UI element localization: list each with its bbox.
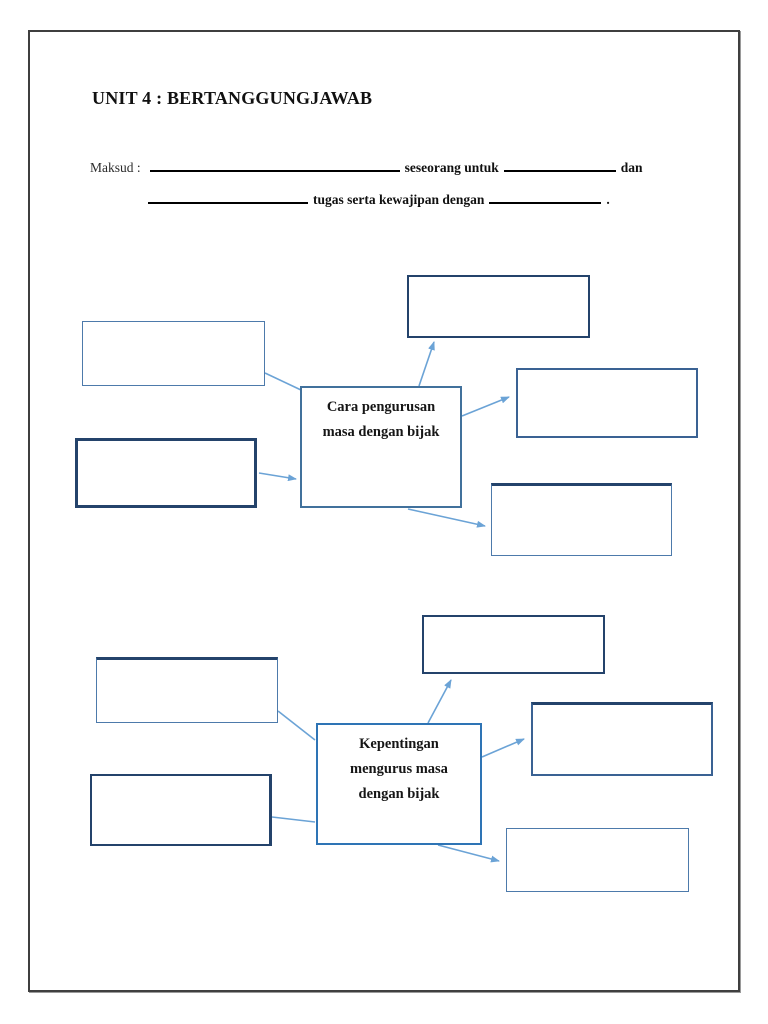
answer-box-d1-right bbox=[516, 368, 698, 438]
answer-box-d2-left-bottom bbox=[90, 774, 272, 846]
definition-text-3: tugas serta kewajipan dengan bbox=[313, 192, 485, 207]
center-topic-d2-line1: Kepentingan bbox=[359, 736, 439, 752]
definition-text-4: . bbox=[606, 192, 610, 207]
answer-box-d1-bottom-right bbox=[491, 483, 672, 556]
answer-box-d1-left-bottom bbox=[75, 438, 257, 508]
answer-box-d2-left-top bbox=[96, 657, 278, 723]
answer-box-d2-bottom-right bbox=[506, 828, 689, 892]
answer-box-d2-right bbox=[531, 702, 713, 776]
definition-text-1: seseorang untuk bbox=[404, 160, 499, 175]
blank-line-4 bbox=[489, 189, 602, 204]
center-topic-d1-line2: masa dengan bijak bbox=[322, 424, 440, 440]
definition-line-2: tugas serta kewajipan dengan. bbox=[148, 189, 610, 208]
answer-box-d1-top bbox=[407, 275, 590, 338]
center-topic-d2-line2: mengurus masa bbox=[350, 761, 448, 777]
center-topic-box-d1: Cara pengurusan masa dengan bijak bbox=[300, 386, 462, 508]
definition-text-2: dan bbox=[620, 160, 643, 175]
center-topic-box-d2: Kepentingan mengurus masa dengan bijak bbox=[316, 723, 482, 845]
blank-line-1 bbox=[149, 157, 400, 172]
blank-line-2 bbox=[503, 157, 616, 172]
definition-line-1: Maksud : seseorang untuk dan bbox=[90, 157, 643, 176]
answer-box-d1-left-top bbox=[82, 321, 265, 386]
center-topic-d2-line3: dengan bijak bbox=[358, 786, 440, 802]
definition-label: Maksud : bbox=[90, 160, 141, 175]
center-topic-d1-line1: Cara pengurusan bbox=[326, 399, 436, 415]
answer-box-d2-top bbox=[422, 615, 605, 674]
page-title: UNIT 4 : BERTANGGUNGJAWAB bbox=[92, 88, 373, 108]
blank-line-3 bbox=[148, 189, 308, 204]
